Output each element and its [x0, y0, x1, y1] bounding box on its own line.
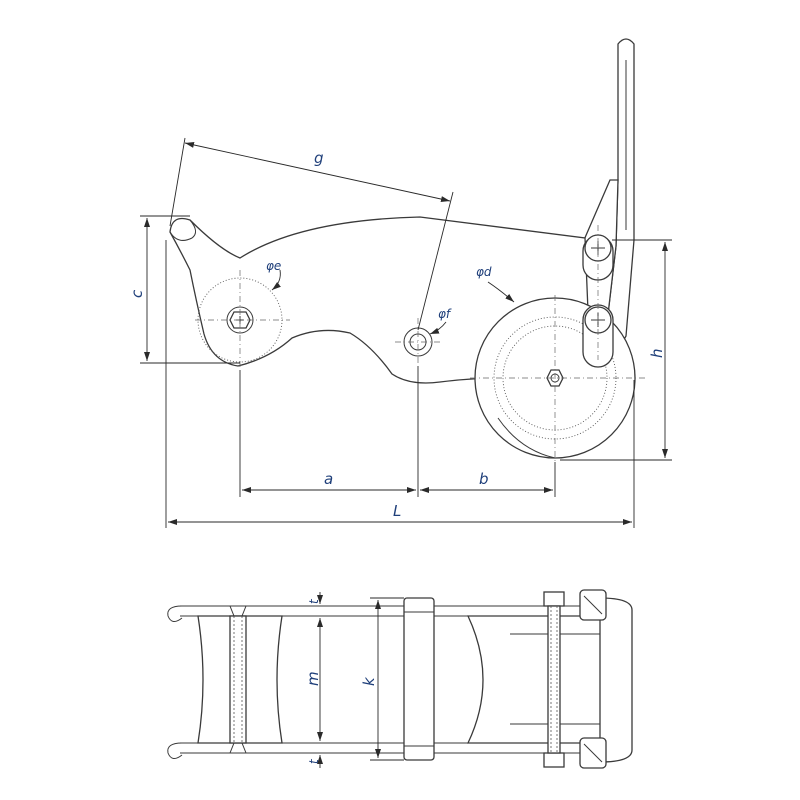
- label-t-bottom: t: [307, 758, 321, 764]
- label-phi-d: φd: [476, 265, 492, 279]
- dimension-L: L: [165, 240, 635, 528]
- dimension-t-bottom: t: [307, 755, 323, 768]
- label-phi-f: φf: [438, 307, 452, 321]
- label-m: m: [304, 671, 322, 686]
- spacer-f-plan: [403, 597, 435, 761]
- center-lines: [195, 225, 645, 462]
- side-view: g c φe φf φd h: [128, 38, 672, 528]
- callout-phi-f: φf: [429, 307, 452, 335]
- label-h: h: [648, 348, 666, 358]
- label-a: a: [324, 470, 333, 488]
- label-g: g: [314, 149, 324, 167]
- label-L: L: [393, 502, 401, 520]
- dimension-c: c: [128, 215, 240, 364]
- plan-view: t m t k: [167, 589, 633, 769]
- label-c: c: [128, 289, 146, 298]
- dimension-t-top: t: [307, 592, 323, 604]
- curled-end-left: [167, 605, 183, 759]
- dimension-h: h: [560, 239, 672, 461]
- dimension-g: g: [169, 137, 454, 331]
- roller-e-plan: [197, 605, 283, 754]
- roller-d-plan: [466, 615, 623, 744]
- label-b: b: [479, 470, 489, 488]
- bolt-plan: [543, 591, 565, 768]
- label-t-top: t: [307, 598, 321, 604]
- dimension-a-b: a b: [239, 366, 556, 497]
- label-phi-e: φe: [266, 259, 281, 273]
- callout-phi-d: φd: [476, 265, 515, 303]
- callout-phi-e: φe: [266, 259, 281, 291]
- dimension-k: k: [360, 597, 404, 761]
- label-k: k: [360, 676, 378, 686]
- lever-plan: [579, 589, 633, 769]
- dimension-m: m: [304, 618, 323, 741]
